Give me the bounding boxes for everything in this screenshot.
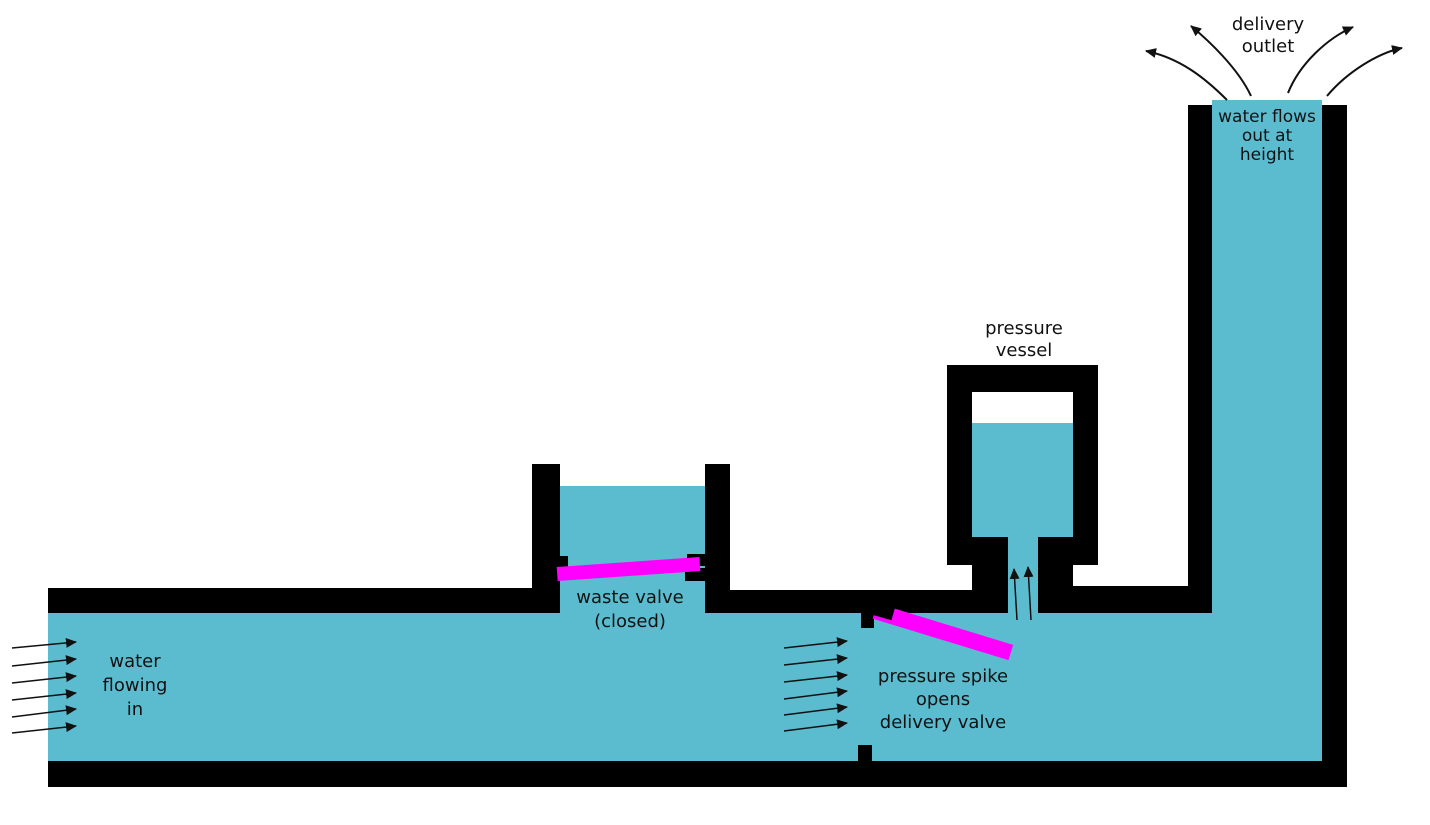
pipe-top-wall-left — [48, 588, 532, 613]
label-pressure-spike: pressure spike opens delivery valve — [877, 666, 1009, 733]
label-delivery-outlet: delivery outlet — [1231, 14, 1305, 57]
surge-arrow-group — [783, 637, 848, 732]
delivery-valve-top-stub — [861, 607, 874, 628]
standpipe-left-wall — [1188, 105, 1212, 613]
pipe-top-wall-right — [1063, 586, 1212, 613]
vessel-foot-right — [1038, 537, 1073, 613]
waste-chamber-right-wall — [705, 464, 730, 613]
pipe-top-wall-middle — [730, 590, 1008, 613]
label-waste-valve: waste valve (closed) — [576, 587, 684, 632]
delivery-valve-bottom-stub — [858, 745, 872, 761]
vessel-foot-left — [972, 537, 1008, 613]
standpipe-water — [1212, 100, 1322, 761]
drive-pipe-water — [48, 612, 1322, 761]
vessel-left-wall — [947, 365, 972, 565]
vessel-right-wall — [1073, 365, 1098, 565]
label-water-flows-out: water flows out at height — [1218, 107, 1316, 165]
vessel-water — [972, 423, 1073, 537]
inflow-arrow-group — [11, 637, 77, 734]
outlet-arrow-group — [1145, 25, 1403, 101]
label-water-flowing-in: water flowing in — [102, 651, 168, 720]
pipe-bottom-wall — [48, 761, 1347, 787]
waste-chamber-water — [560, 486, 705, 613]
label-pressure-vessel: pressure vessel — [985, 318, 1063, 361]
vessel-top-wall — [947, 365, 1098, 392]
vessel-inflow-arrow-group — [1009, 566, 1034, 621]
standpipe-right-wall — [1322, 105, 1347, 787]
waste-chamber-left-wall — [532, 464, 560, 613]
